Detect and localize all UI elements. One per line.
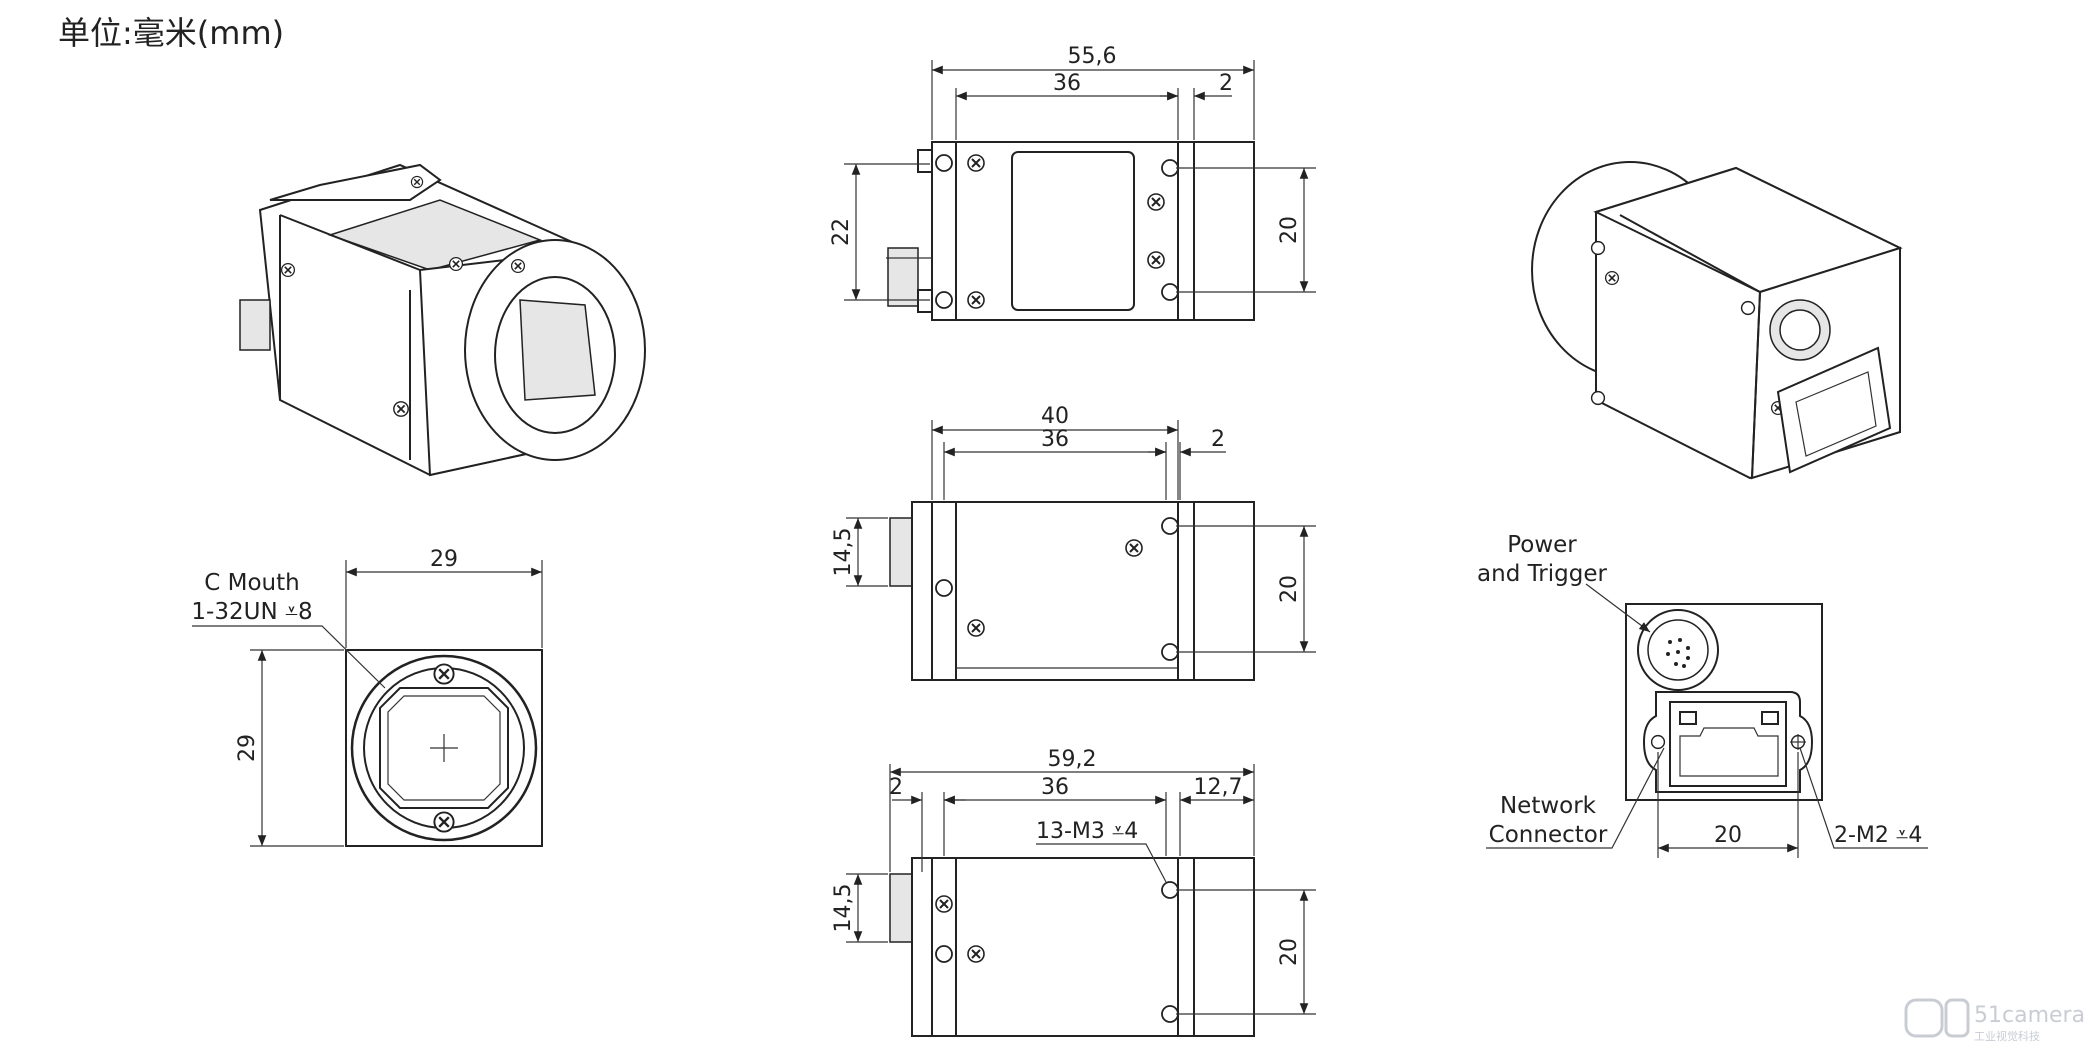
side-left-height-dim: 14,5 [831,528,856,577]
top-view: 55,6 36 2 22 20 [829,44,1316,321]
bottom-screw-note: 13-M3 ⩡4 [1036,819,1138,844]
network-label-line2: Connector [1489,822,1608,848]
side-body-dim: 36 [1041,427,1069,452]
rear-screw-note: 2-M2 ⩡4 [1834,823,1922,848]
bottom-body-dim: 36 [1041,775,1069,800]
side-flange-dim: 2 [1211,427,1225,452]
watermark-brand: 51camera [1974,1003,2085,1028]
top-flange-dim: 2 [1219,71,1233,96]
network-label-line1: Network [1500,793,1597,819]
bottom-lens-dim: 12,7 [1194,775,1243,800]
bottom-view: 59,2 36 2 12,7 13-M3 ⩡4 14,5 20 [831,747,1316,1037]
rear-view: Power and Trigger Network Connector 20 2… [1477,532,1928,858]
bottom-lens [1193,857,1255,1037]
top-lens [1193,141,1255,321]
top-connector [887,247,919,307]
mount-label-line2: 1-32UN ⩡8 [191,599,312,625]
front-width-dim: 29 [430,547,458,572]
side-body [955,501,1179,681]
side-view: 40 36 2 14,5 20 [831,404,1316,681]
top-right-height-dim: 20 [1277,216,1302,244]
bottom-body [955,857,1179,1037]
unit-label: 单位:毫米(mm) [58,14,285,52]
power-label-line1: Power [1507,532,1577,558]
top-left-height-dim: 22 [829,218,854,246]
top-overall-dim: 55,6 [1068,44,1117,69]
iso-view-rear [1531,161,1903,480]
bottom-right-height-dim: 20 [1277,938,1302,966]
front-height-dim: 29 [235,734,260,762]
mount-label-line1: C Mouth [204,570,299,596]
power-label-line2: and Trigger [1477,561,1607,587]
iso-view-front [239,163,646,477]
rear-width-dim: 20 [1714,823,1742,848]
side-overall-dim: 40 [1041,404,1069,429]
watermark-sub: 工业视觉科技 [1974,1029,2040,1043]
side-lens [1193,501,1255,681]
watermark: 51camera 工业视觉科技 [1904,998,2085,1043]
watermark-logo-icon [1904,998,1944,1038]
side-right-height-dim: 20 [1277,575,1302,603]
front-view: 29 29 C Mouth 1-32UN ⩡8 [191,547,543,847]
side-connector [239,299,271,351]
rear-network-port [1776,346,1892,474]
bottom-overall-dim: 59,2 [1048,747,1097,772]
bottom-left-height-dim: 14,5 [831,884,856,933]
top-body-dim: 36 [1053,71,1081,96]
sensor-window [519,299,596,401]
bottom-flange-dim: 2 [889,775,903,800]
